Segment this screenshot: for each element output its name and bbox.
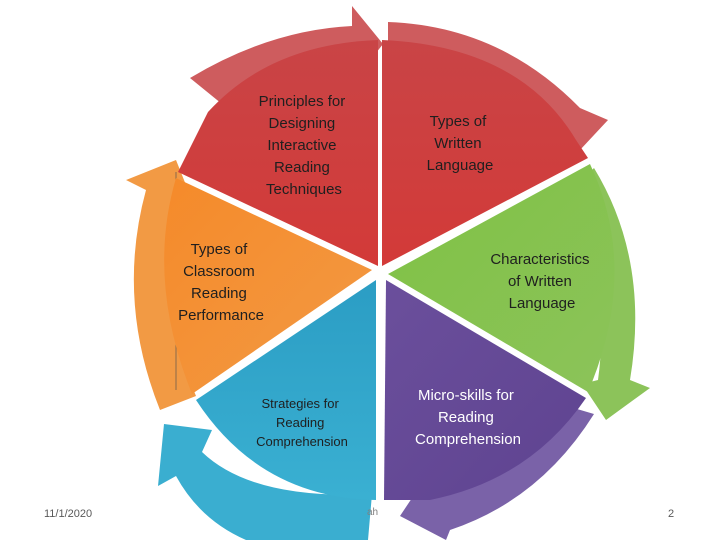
arrow-bottom-left	[158, 424, 372, 540]
segment-labels: Principles for Designing Interactive Rea…	[178, 93, 593, 449]
footer-center-text: ah	[367, 507, 379, 518]
segment-principles[interactable]	[178, 40, 378, 266]
label-classroom: Types of Classroom Reading Performance	[178, 241, 264, 324]
segment-micro-skills[interactable]	[384, 280, 586, 500]
segment-strategies[interactable]	[196, 280, 376, 500]
footer-date: 11/1/2020	[44, 508, 93, 520]
segment-characteristics[interactable]	[388, 164, 615, 392]
label-types-written: Types of Written Language	[427, 113, 494, 174]
label-principles: Principles for Designing Interactive Rea…	[259, 93, 350, 198]
page-number: 2	[668, 508, 675, 520]
segment-classroom[interactable]	[164, 178, 372, 394]
label-strategies: Strategies for Reading Comprehension	[256, 396, 348, 449]
label-micro-skills: Micro-skills for Reading Comprehension	[415, 387, 521, 448]
label-characteristics: Characteristics of Written Language	[490, 251, 593, 312]
cycle-segments	[164, 40, 615, 500]
segment-types-written[interactable]	[382, 40, 588, 266]
arrow-top-left	[190, 6, 383, 104]
